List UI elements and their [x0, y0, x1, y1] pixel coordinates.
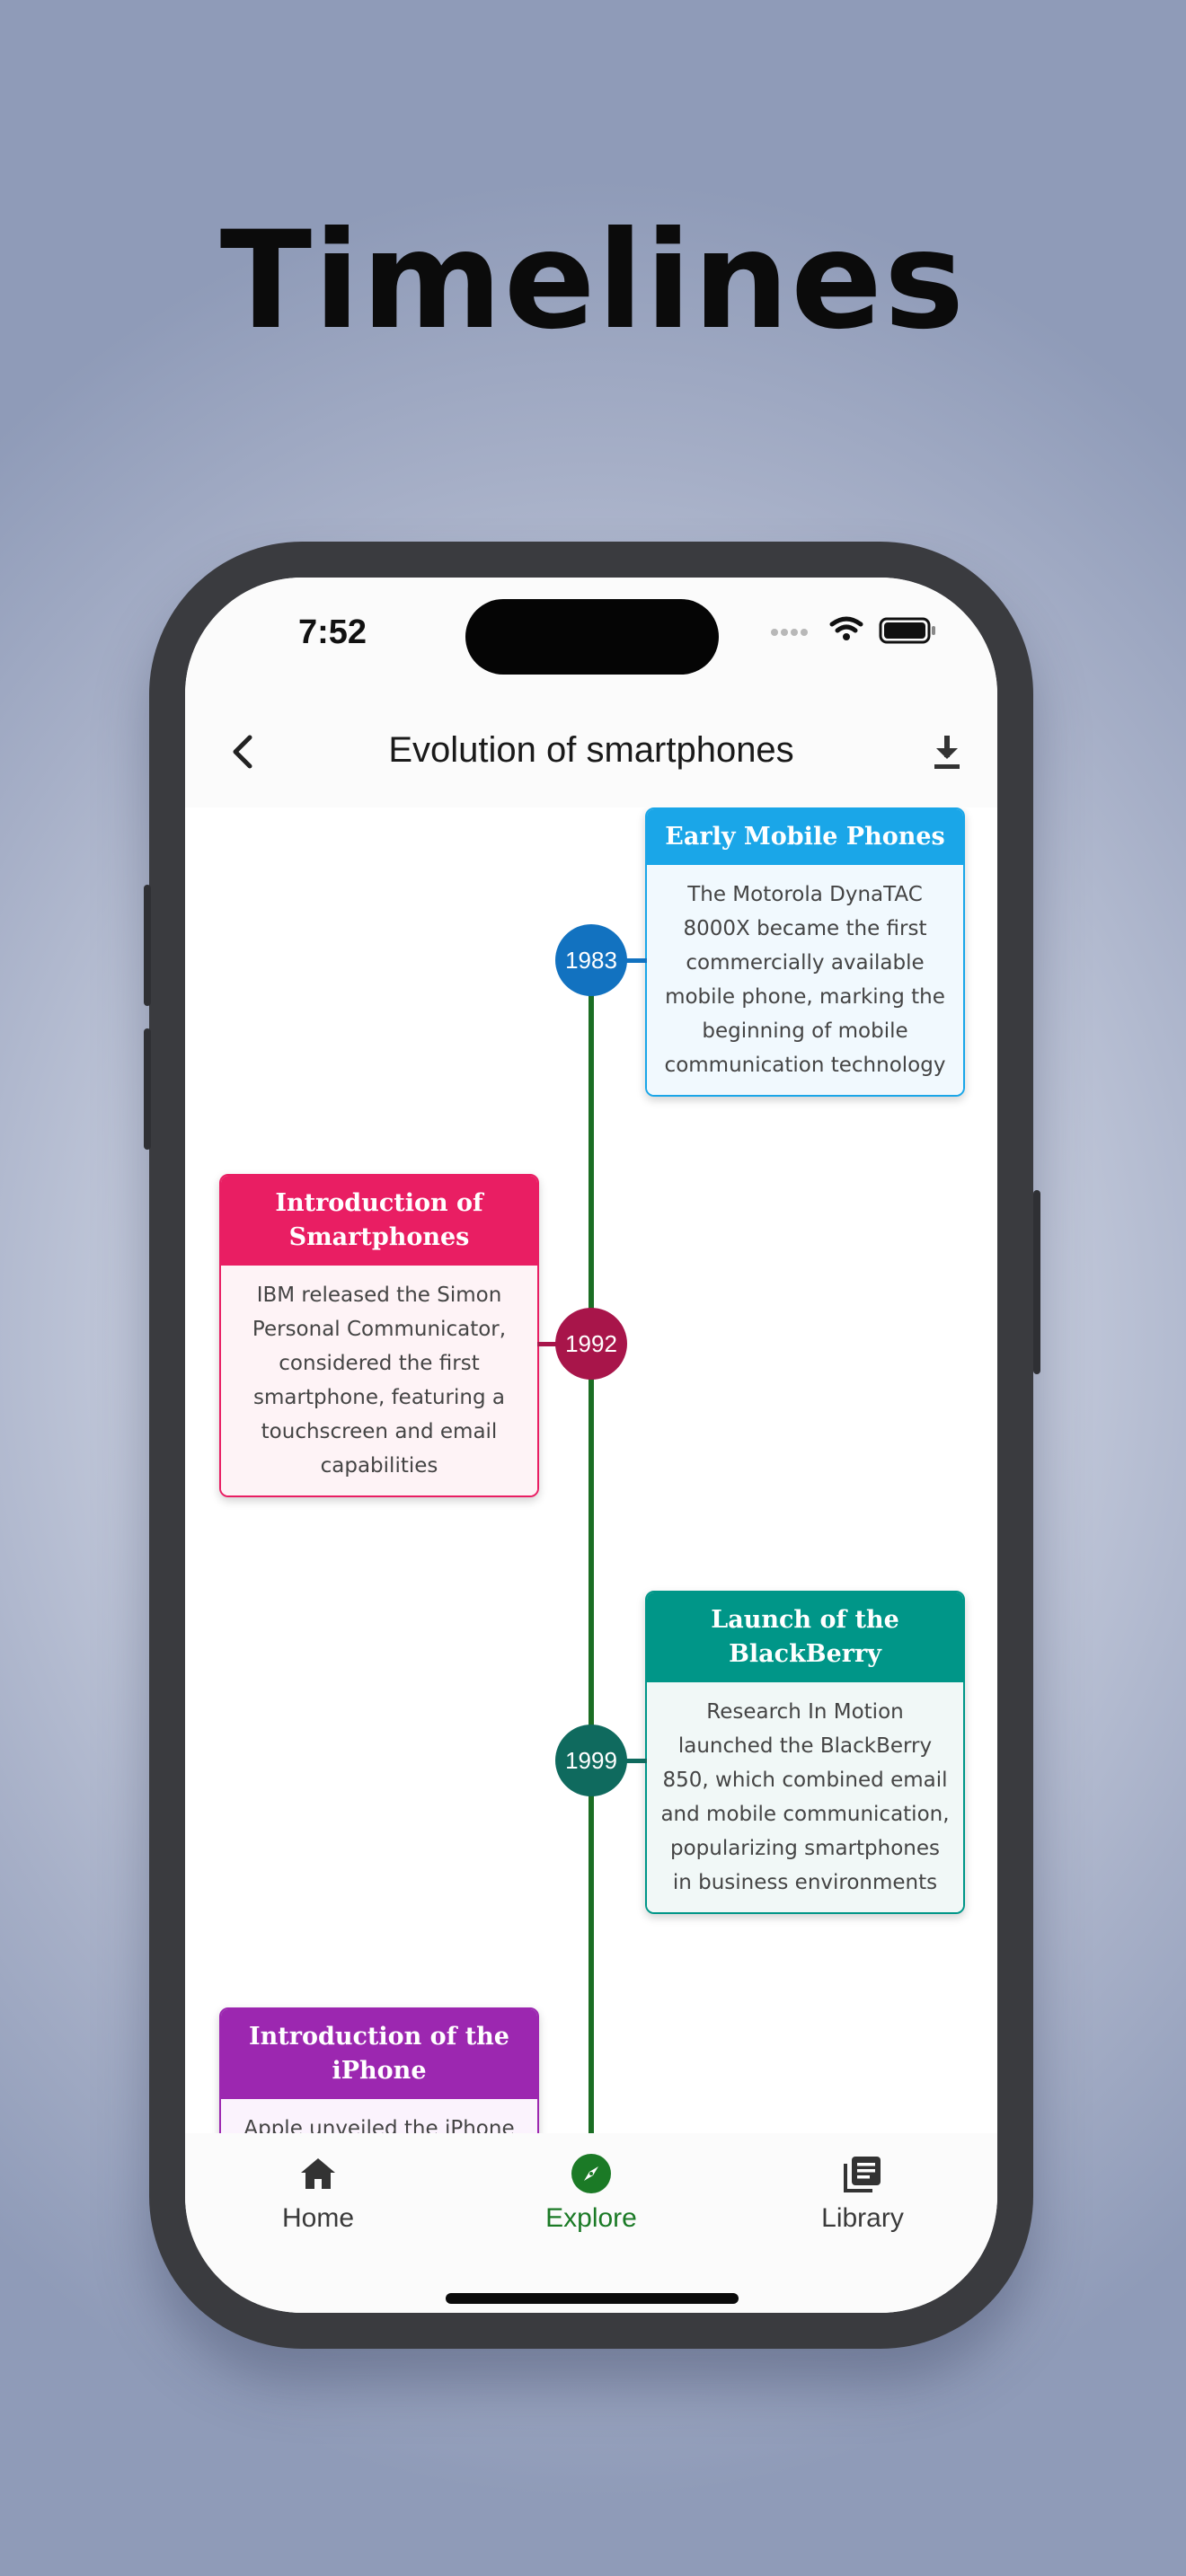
- dynamic-island: [465, 599, 719, 675]
- timeline-axis: [589, 956, 594, 2133]
- nav-item-explore[interactable]: Explore: [501, 2151, 681, 2234]
- app-header: Evolution of smartphones: [185, 703, 997, 807]
- year-marker: 1992: [555, 1308, 627, 1380]
- mute-switch: [144, 885, 151, 1006]
- event-title: Introduction of the iPhone: [221, 2009, 537, 2099]
- volume-button: [144, 1028, 151, 1150]
- nav-item-library[interactable]: Library: [773, 2151, 952, 2234]
- wifi-icon: [829, 616, 863, 633]
- year-marker: 1983: [555, 924, 627, 996]
- nav-label-explore: Explore: [545, 2203, 637, 2233]
- signal-icon: [771, 629, 808, 636]
- status-icons: [771, 616, 935, 644]
- status-time: 7:52: [298, 613, 367, 651]
- library-icon: [844, 2157, 881, 2192]
- event-description: IBM released the Simon Personal Communic…: [221, 1266, 537, 1495]
- phone-screen: 7:52 Evolution of smartphones: [185, 578, 997, 2313]
- event-title: Early Mobile Phones: [647, 809, 963, 865]
- nav-label-home: Home: [281, 2203, 355, 2233]
- event-description: Apple unveiled the iPhone: [221, 2099, 537, 2133]
- back-arrow-icon[interactable]: [219, 727, 270, 777]
- download-icon[interactable]: [922, 727, 972, 777]
- power-button: [1033, 1190, 1040, 1374]
- battery-icon: [879, 617, 935, 644]
- page-title: Evolution of smartphones: [388, 730, 794, 770]
- year-marker: 1999: [555, 1725, 627, 1796]
- home-icon: [301, 2158, 335, 2189]
- bottom-nav: Home Explore Library: [185, 2133, 997, 2313]
- event-title: Introduction of Smartphones: [221, 1176, 537, 1266]
- hero-title: Timelines: [219, 203, 967, 359]
- nav-label-library: Library: [821, 2203, 904, 2233]
- nav-item-home[interactable]: Home: [228, 2151, 408, 2234]
- event-title: Launch of the BlackBerry: [647, 1592, 963, 1682]
- event-description: The Motorola DynaTAC 8000X became the fi…: [647, 865, 963, 1095]
- event-description: Research In Motion launched the BlackBer…: [647, 1682, 963, 1912]
- compass-icon: [571, 2154, 611, 2193]
- status-bar: 7:52: [185, 578, 997, 703]
- home-indicator: [446, 2293, 739, 2304]
